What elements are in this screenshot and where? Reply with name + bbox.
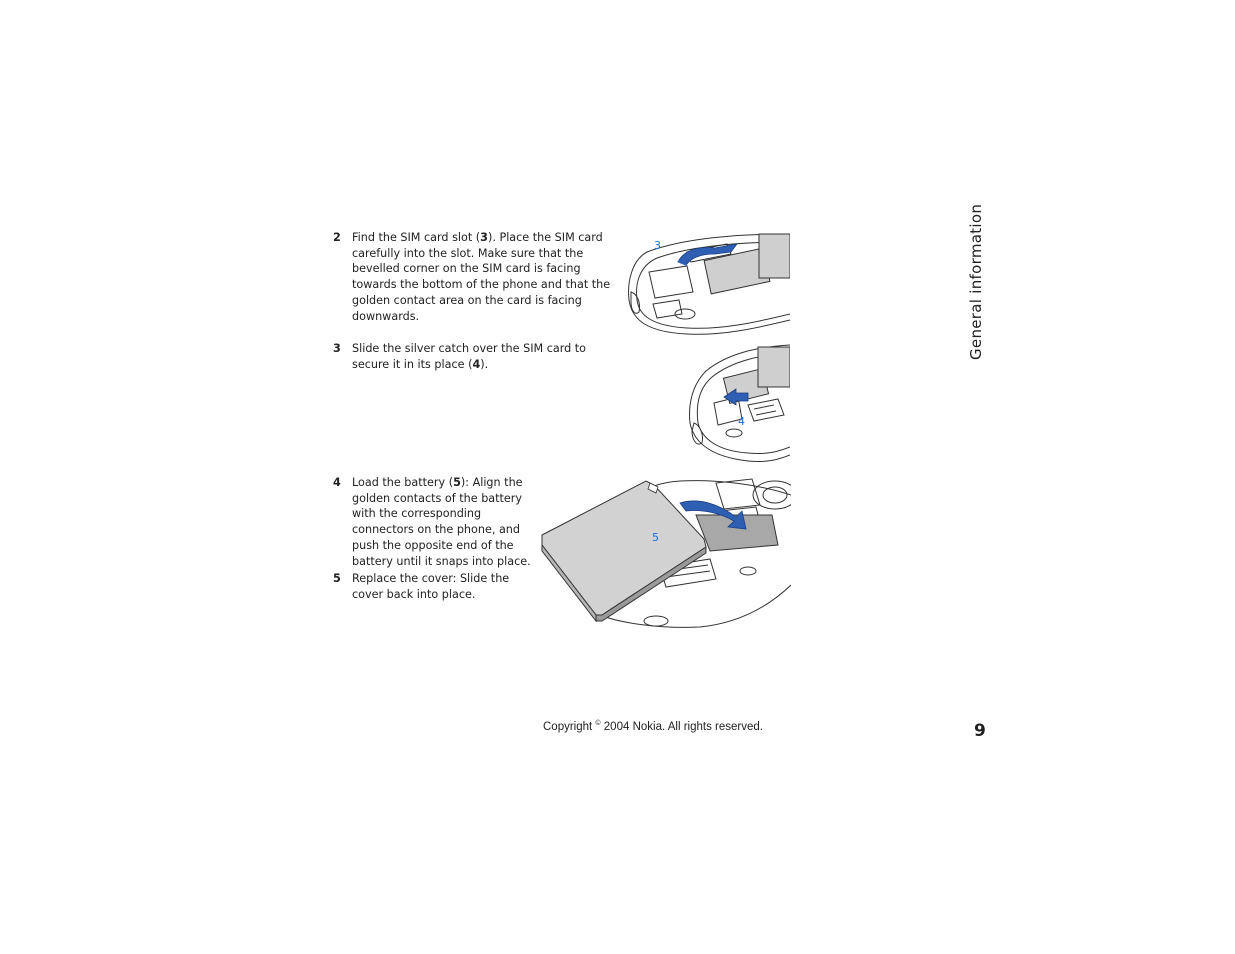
callout-5: 5 [652,531,659,544]
sim-slot-illustration: 3 [628,233,790,335]
step-number: 2 [333,231,341,244]
callout-3: 3 [654,239,661,252]
step-text: Slide the silver catch over the SIM card… [352,342,586,371]
arrow-icon [678,243,738,265]
battery-insert-illustration: 5 [541,478,791,628]
arrow-icon [723,388,749,406]
step-text: Find the SIM card slot (3). Place the SI… [352,231,611,323]
step-number: 5 [333,572,341,585]
step-text: Replace the cover: Slide the cover back … [352,572,510,601]
arrow-icon [679,500,747,530]
copyright-notice: Copyright © 2004 Nokia. All rights reser… [543,720,763,733]
step-number: 3 [333,342,341,355]
step-number: 4 [333,476,341,489]
section-side-tab: General information [967,203,985,360]
page-number: 9 [974,721,986,741]
sim-catch-illustration: 4 [689,344,790,462]
step-text: Load the battery (5): Align the golden c… [352,476,531,568]
callout-4: 4 [738,415,745,428]
